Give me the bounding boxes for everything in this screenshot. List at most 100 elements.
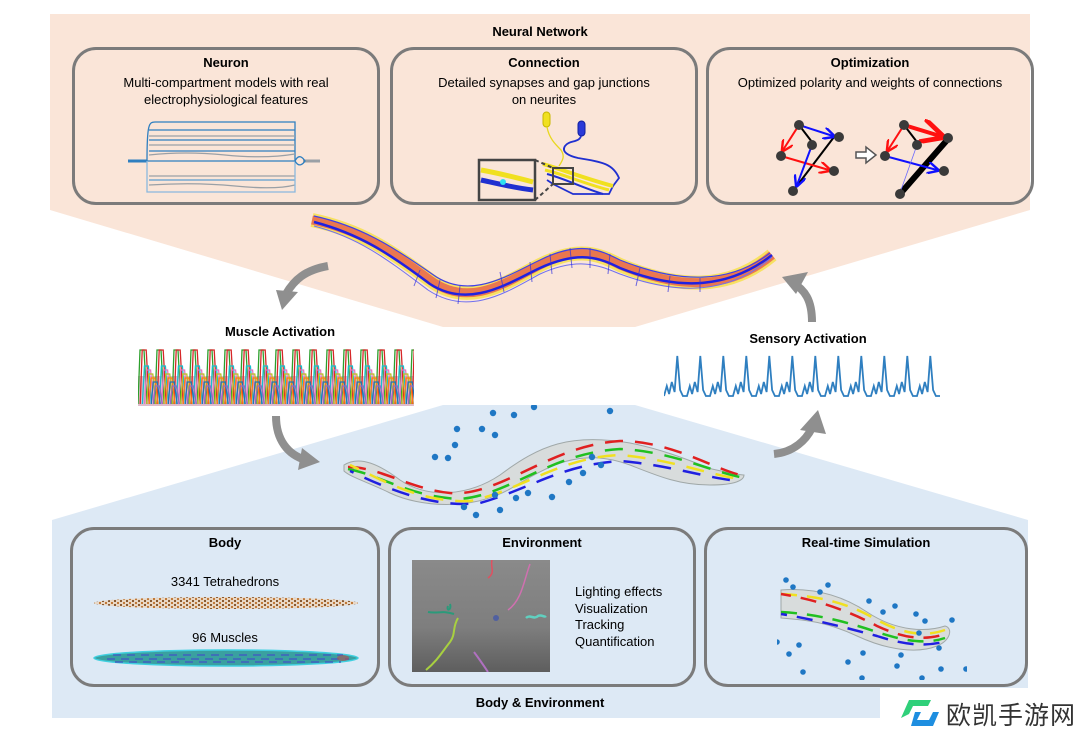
neural-network-region (50, 14, 1030, 327)
neuron-title: Neuron (203, 55, 249, 70)
particle-dot (451, 441, 459, 449)
particle-dot (588, 453, 596, 461)
transform-arrow-icon (855, 145, 878, 165)
neuron-description-line: Multi-compartment models with real (123, 75, 329, 90)
optimization-description: Optimized polarity and weights of connec… (709, 74, 1031, 91)
muscles-label: 96 Muscles (192, 630, 258, 645)
particle-dot (898, 652, 904, 658)
particle-dot (489, 409, 497, 417)
environment-title: Environment (502, 535, 582, 550)
particle-dot (496, 506, 504, 514)
blue-neuron-soma (577, 120, 586, 137)
connection-panel: Connection Detailed synapses and gap jun… (390, 47, 698, 205)
particle-dot (524, 489, 532, 497)
muscle-trace-line (141, 365, 414, 405)
particle-dot (790, 584, 796, 590)
connection-description: Detailed synapses and gap junctions on n… (393, 74, 695, 108)
zoom-source-box (552, 167, 574, 185)
particle-dot (913, 611, 919, 617)
particle-dot (916, 630, 922, 636)
particle-dot (866, 598, 872, 604)
environment-render-image (412, 560, 550, 672)
neuron-panel: Neuron Multi-compartment models with rea… (72, 47, 380, 205)
body-panel: Body 3341 Tetrahedrons 96 Muscles (70, 527, 380, 687)
particle-dot (491, 431, 499, 439)
particles-group (777, 577, 967, 680)
watermark-text: 欧凯手游网 (946, 701, 1077, 730)
muscle-trace-line (148, 377, 414, 405)
particle-dot (919, 675, 925, 680)
particle-dot (606, 407, 614, 415)
muscle-trace-line (139, 349, 414, 405)
graph-after (880, 120, 953, 199)
watermark: 欧凯手游网 (880, 688, 1080, 736)
particle-dot (530, 405, 538, 411)
muscle-trace-line (143, 369, 410, 405)
environment-panel: Environment Lighting effects Visualizati… (388, 527, 696, 687)
neuron-description-line: electrophysiological features (143, 92, 309, 107)
voltage-traces-plot (128, 121, 320, 193)
feature-item: Lighting effects (575, 584, 663, 599)
muscle-mesh-image (93, 649, 359, 667)
neuron-description: Multi-compartment models with real elect… (75, 74, 377, 108)
environment-feature-list: Lighting effects Visualization Tracking … (575, 584, 662, 650)
particle-dot (949, 617, 955, 623)
particle-dot (491, 491, 499, 499)
particle-dot (565, 478, 573, 486)
particle-dot (880, 609, 886, 615)
connection-description-line: on neurites (511, 92, 577, 107)
particle-dot (892, 603, 898, 609)
body-worm-model (343, 405, 745, 519)
particle-dot (859, 675, 865, 680)
simulation-render-image (777, 577, 967, 680)
neural-worm-model (310, 213, 777, 305)
optimization-title: Optimization (830, 55, 910, 70)
particle-dot (922, 618, 928, 624)
muscle-activation-plot (138, 349, 414, 406)
particle-dot (796, 642, 802, 648)
sensory-activation-plot (664, 355, 940, 397)
body-environment-title: Body & Environment (475, 695, 605, 710)
realtime-simulation-panel: Real-time Simulation (704, 527, 1028, 687)
particle-dot (800, 669, 806, 675)
particle-dot (894, 663, 900, 669)
yellow-neuron-soma (542, 111, 551, 128)
feature-item: Tracking (575, 617, 625, 632)
muscle-activation-title: Muscle Activation (224, 324, 336, 339)
particle-dot (845, 659, 851, 665)
watermark-logo-icon (901, 700, 939, 726)
particle-dot (453, 425, 461, 433)
connection-description-line: Detailed synapses and gap junctions (438, 75, 650, 90)
connection-optimization-graph (776, 115, 953, 199)
particle-dot (936, 645, 942, 651)
optimization-panel: Optimization Optimized polarity and weig… (706, 47, 1034, 205)
particle-dot (777, 639, 780, 645)
particle-dot (472, 511, 480, 519)
optimization-description-line: Optimized polarity and weights of connec… (737, 75, 1003, 90)
particle-dot (963, 666, 967, 672)
particle-dot (460, 503, 468, 511)
muscle-trace-line (152, 385, 414, 405)
muscle-trace-line (150, 381, 414, 405)
particle-dot (938, 666, 944, 672)
particle-dot (825, 582, 831, 588)
realtime-simulation-title: Real-time Simulation (801, 535, 931, 550)
particle-dot (431, 453, 439, 461)
particle-dot (548, 493, 556, 501)
particle-dot (860, 650, 866, 656)
particle-dot (783, 577, 789, 583)
tetrahedron-mesh-image (94, 597, 358, 609)
particle-dot (786, 651, 792, 657)
sensory-trace-line (664, 355, 940, 397)
particle-dot (444, 454, 452, 462)
feature-item: Visualization (575, 600, 648, 616)
particle-dot (597, 461, 605, 469)
feature-item: Quantification (575, 633, 655, 649)
neural-network-title: Neural Network (492, 24, 588, 39)
zoom-inset-box (477, 158, 537, 202)
body-title: Body (208, 535, 242, 550)
tetrahedrons-label: 3341 Tetrahedrons (170, 574, 280, 589)
particle-dot (478, 425, 486, 433)
synapse-illustration (477, 111, 621, 202)
particles-group (431, 405, 614, 519)
